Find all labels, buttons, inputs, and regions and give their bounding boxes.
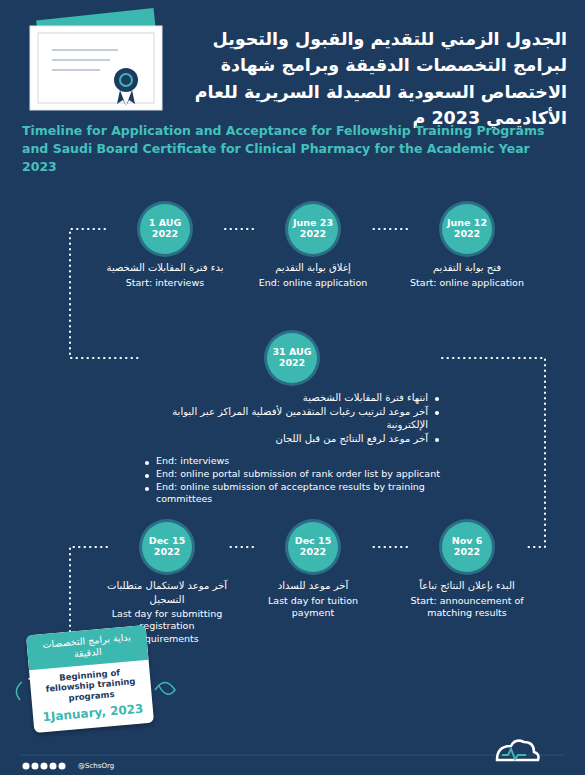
dotted-connector xyxy=(70,229,142,358)
timeline-node: Dec 15 2022 آخر موعد للسداد Last day for t… xyxy=(253,522,373,619)
bullet-dot xyxy=(435,397,439,401)
bullet-dot xyxy=(145,474,149,478)
english-caption: End: online application xyxy=(253,277,373,289)
date-text: Nov 6 2022 xyxy=(446,536,488,558)
dotted-connector xyxy=(227,546,253,548)
english-caption: Last day for tuition payment xyxy=(253,595,373,620)
date-text: 31 AUG 2022 xyxy=(271,347,313,369)
arabic-caption: البدء بإعلان النتائج تباعاً xyxy=(407,579,527,593)
date-text: June 12 2022 xyxy=(446,218,488,240)
date-badge: Dec 15 2022 xyxy=(142,522,192,572)
calendar-date: 1January, 2023 xyxy=(32,698,154,732)
arabic-caption: بدء فترة المقابلات الشخصية xyxy=(105,261,225,275)
dotted-connector xyxy=(442,358,545,547)
calendar-header: بداية برامج التخصصات الدقيقة xyxy=(26,625,149,670)
bullet-list: انتهاء فترة المقابلات الشخصيةآخر موعد لت… xyxy=(142,391,442,506)
arabic-bullet: انتهاء فترة المقابلات الشخصية xyxy=(142,391,442,405)
date-text: 1 AUG 2022 xyxy=(144,218,186,240)
english-bullet: End: online portal submission of rank or… xyxy=(142,468,442,481)
date-text: June 23 2022 xyxy=(292,218,334,240)
english-caption: Start: online application xyxy=(407,277,527,289)
social-icons xyxy=(23,763,66,770)
dotted-connector xyxy=(225,228,253,230)
bullet-dot xyxy=(145,461,149,465)
arabic-caption: فتح بوابة التقديم xyxy=(407,261,527,275)
english-bullet: End: online submission of acceptance res… xyxy=(142,481,442,507)
certificate-icon xyxy=(30,8,162,110)
arabic-caption: إغلاق بوابة التقديم xyxy=(253,261,373,275)
timeline-node: June 23 2022 إغلاق بوابة التقديم End: onli… xyxy=(253,204,373,289)
english-bullet: End: interviews xyxy=(142,455,442,468)
bullet-dot xyxy=(435,438,439,442)
date-badge: June 12 2022 xyxy=(442,204,492,254)
timeline-node: 1 AUG 2022 بدء فترة المقابلات الشخصية Star… xyxy=(105,204,225,289)
dotted-connector xyxy=(373,228,407,230)
arabic-bullet: آخر موعد لرفع النتائج من قبل اللجان xyxy=(142,432,442,446)
date-badge: Nov 6 2022 xyxy=(442,522,492,572)
handle: @SchsOrg xyxy=(78,762,114,770)
date-badge: June 23 2022 xyxy=(288,204,338,254)
bullet-dot xyxy=(145,487,149,491)
title: الجدول الزمني للتقديم والقبول والتحويل ل… xyxy=(172,26,567,131)
arabic-bullet: آخر موعد لترتيب رغبات المتقدمين لأفضلية … xyxy=(142,405,442,432)
footer-rule xyxy=(20,755,565,756)
arabic-caption: آخر موعد لاستكمال متطلبات التسجيل xyxy=(107,579,227,606)
english-caption: Start: interviews xyxy=(105,277,225,289)
english-caption: Start: announcement of matching results xyxy=(407,595,527,620)
dotted-connector xyxy=(373,546,407,548)
bullet-dot xyxy=(435,411,439,415)
date-badge: Dec 15 2022 xyxy=(288,522,338,572)
date-text: Dec 15 2022 xyxy=(292,536,334,558)
timeline-node: Nov 6 2022 البدء بإعلان النتائج تباعاً Sta… xyxy=(407,522,527,619)
date-text: Dec 15 2022 xyxy=(146,536,188,558)
date-badge: 1 AUG 2022 xyxy=(140,204,190,254)
logo xyxy=(497,741,539,760)
arabic-caption: آخر موعد للسداد xyxy=(253,579,373,593)
subtitle: Timeline for Application and Acceptance … xyxy=(22,122,567,176)
calendar-card: بداية برامج التخصصات الدقيقةBeginning of… xyxy=(26,625,154,733)
date-badge: 31 AUG 2022 xyxy=(267,333,317,383)
timeline-node: 31 AUG 2022 انتهاء فترة المقابلات الشخصية… xyxy=(142,333,442,506)
timeline-node: June 12 2022 فتح بوابة التقديم Start: onli… xyxy=(407,204,527,289)
